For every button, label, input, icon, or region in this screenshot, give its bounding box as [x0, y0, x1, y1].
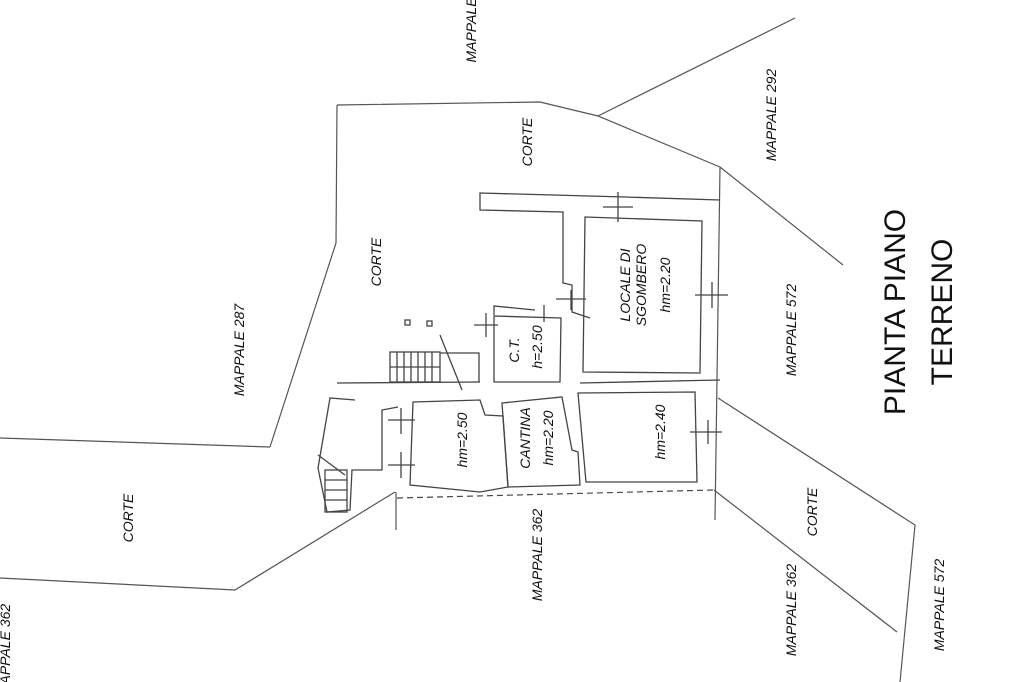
- building-walls: [317, 192, 728, 513]
- dashed-boundary: [396, 489, 715, 499]
- room-height-cantina: hm=2.20: [540, 410, 556, 465]
- room-name-cantina: CANTINA: [517, 407, 533, 468]
- label-corte-lower-left: CORTE: [120, 493, 136, 542]
- room-height-left: hm=2.50: [454, 412, 470, 467]
- room-height-ct: h=2.50: [529, 325, 545, 368]
- label-mappale-292: MAPPALE 292: [763, 69, 779, 162]
- label-mappale-362-bottom: MAPPALE 362: [529, 509, 545, 602]
- room-right: [577, 391, 698, 483]
- label-corte-upper-left: CORTE: [368, 237, 384, 286]
- label-mappale-top: MAPPALE: [463, 0, 479, 63]
- plan-title-line2: TERRENO: [926, 239, 959, 386]
- stairs: [324, 351, 441, 513]
- site-boundaries: [0, 17, 916, 682]
- label-mappale-572-right: MAPPALE 572: [931, 559, 947, 652]
- label-corte-lower-right: CORTE: [804, 487, 820, 536]
- room-name-ct: C.T.: [506, 337, 522, 362]
- room-name-sgombero: SGOMBERO: [633, 244, 649, 327]
- label-corte-top: CORTE: [519, 117, 535, 166]
- labels: MAPPALE MAPPALE 292 CORTE CORTE MAPPALE …: [0, 0, 959, 682]
- plan-title-line1: PIANTA PIANO: [879, 209, 912, 415]
- label-mappale-362-right: MAPPALE 362: [783, 564, 799, 657]
- room-name-locale: LOCALE DI: [617, 248, 633, 321]
- room-height-right: hm=2.40: [652, 404, 668, 459]
- label-mappale-572-mid: MAPPALE 572: [783, 284, 799, 377]
- label-mappale-287: MAPPALE 287: [231, 303, 247, 397]
- room-cantina: [501, 396, 581, 488]
- room-locale-sgombero: [582, 216, 703, 374]
- room-height-locale: hm=2.20: [657, 257, 673, 312]
- label-mappale-362-left: MAPPALE 362: [0, 604, 13, 682]
- room-ct: [493, 315, 562, 383]
